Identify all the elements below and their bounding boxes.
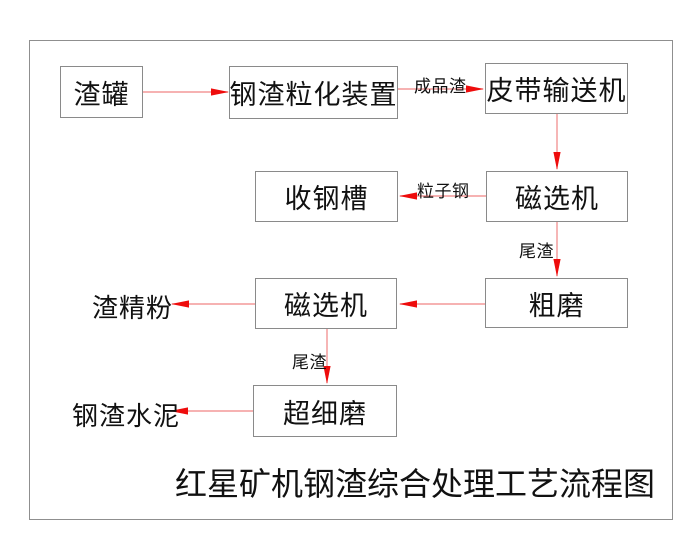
node-slag-pot: 渣罐 — [60, 66, 143, 118]
label-slag-fine-powder: 渣精粉 — [92, 294, 174, 323]
node-magnetic-separator-1: 磁选机 — [486, 171, 628, 222]
edge-label-particle-steel: 粒子钢 — [417, 182, 470, 201]
node-belt-conveyor: 皮带输送机 — [485, 63, 628, 114]
node-ultrafine-mill: 超细磨 — [253, 385, 397, 437]
node-granulation-device: 钢渣粒化装置 — [229, 66, 398, 119]
edge-label-tail-slag-1: 尾渣 — [519, 242, 554, 261]
node-magnetic-separator-2: 磁选机 — [255, 278, 397, 329]
node-coarse-mill: 粗磨 — [485, 278, 628, 328]
diagram-border — [29, 40, 673, 520]
edge-label-finished-slag: 成品渣 — [414, 77, 467, 96]
node-steel-trough: 收钢槽 — [255, 171, 398, 222]
label-slag-cement: 钢渣水泥 — [72, 402, 181, 431]
edge-label-tail-slag-2: 尾渣 — [292, 353, 327, 372]
diagram-title: 红星矿机钢渣综合处理工艺流程图 — [175, 466, 656, 502]
